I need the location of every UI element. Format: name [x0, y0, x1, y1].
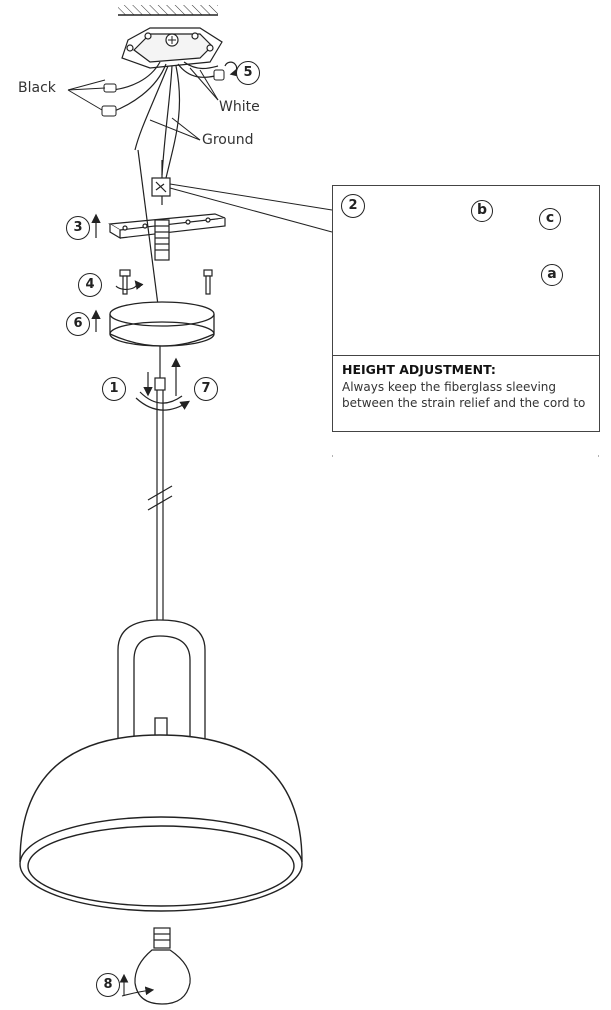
lamp-arch [117, 619, 206, 748]
supply-wires [111, 61, 219, 179]
canopy [109, 301, 215, 347]
substep-b-marker: b [471, 200, 493, 222]
substep-c-marker: c [539, 208, 561, 230]
label-black: Black [18, 80, 56, 96]
note-title: HEIGHT ADJUSTMENT: [342, 362, 496, 377]
step-6-marker: 6 [66, 312, 90, 336]
note-body: Always keep the fiberglass sleeving betw… [342, 379, 590, 411]
lamp-shade [19, 734, 303, 912]
label-white: White [219, 99, 260, 115]
rotate-arrow-4 [115, 280, 144, 290]
downrod [147, 390, 173, 625]
step-2-marker: 2 [341, 194, 365, 218]
leader-lines [67, 67, 219, 141]
cord-upper [151, 160, 171, 205]
wire-nuts [101, 69, 225, 117]
ceiling [118, 5, 218, 16]
step-3-marker: 3 [66, 216, 90, 240]
height-adjustment-detail: 2 b c a [332, 185, 600, 432]
note-line-1: Always keep the fiberglass sleeving [342, 380, 557, 394]
label-ground: Ground [202, 132, 254, 148]
note-line-2: between the strain relief and the cord t… [342, 396, 586, 410]
crossbar [108, 213, 226, 261]
canopy-screws [119, 269, 213, 295]
step-7-marker: 7 [194, 377, 218, 401]
step-4-marker: 4 [78, 273, 102, 297]
callout-lines [169, 183, 333, 233]
junction-box [121, 27, 223, 69]
step-8-marker: 8 [96, 973, 120, 997]
light-bulb [134, 927, 191, 1005]
step-5-marker: 5 [236, 61, 260, 85]
height-adjustment-note: HEIGHT ADJUSTMENT: Always keep the fiber… [332, 355, 600, 432]
rotate-arrow-5 [224, 61, 241, 77]
cord-collar [135, 346, 191, 411]
step-1-marker: 1 [102, 377, 126, 401]
substep-a-marker: a [541, 264, 563, 286]
